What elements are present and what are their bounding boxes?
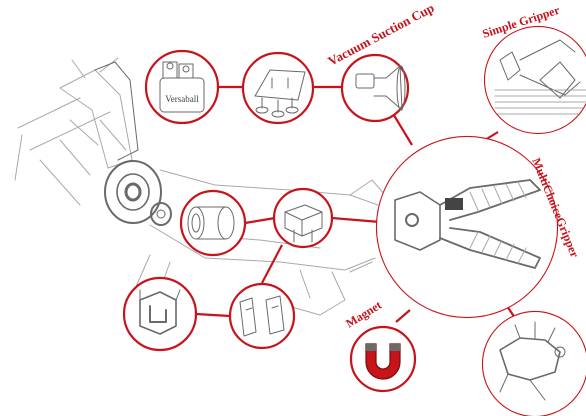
simple-gripper-node: Simple Gripper xyxy=(481,3,586,135)
versaball-jar-icon xyxy=(159,61,205,113)
magnet-label: Magnet xyxy=(343,298,384,331)
suction-cup-icon xyxy=(355,65,406,111)
hand-gripper-icon xyxy=(483,312,586,416)
suction-cups-icon xyxy=(254,69,306,118)
hand-gripper-node xyxy=(481,310,586,416)
suction-cups-node xyxy=(241,51,315,125)
vacuum-suction-cup-node: Vacuum Suction Cup xyxy=(325,0,437,123)
bracket-adapter-node xyxy=(272,187,334,249)
magnet-icon xyxy=(365,343,401,380)
tube-adapter-icon xyxy=(187,206,235,240)
clip-part-node xyxy=(122,276,198,352)
bracket-adapter-icon xyxy=(284,204,323,243)
clamp-parts-node xyxy=(228,282,296,350)
versaball-node: Versaball xyxy=(144,49,220,125)
tube-adapter-node xyxy=(179,189,247,257)
versaball-label: Versaball xyxy=(165,94,199,104)
clamp-parts-icon xyxy=(239,295,285,337)
simple-gripper-icon xyxy=(485,27,586,133)
multichoice-gripper-node: MultiChoiceGripper xyxy=(375,135,582,319)
clip-part-icon xyxy=(139,289,181,335)
multichoice-gripper-icon xyxy=(377,137,557,317)
magnet-node: Magnet xyxy=(343,298,417,393)
